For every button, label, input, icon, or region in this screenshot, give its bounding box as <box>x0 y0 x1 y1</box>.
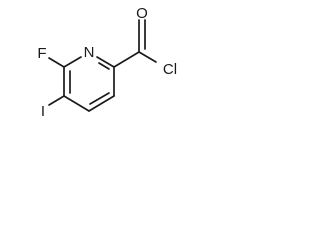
bond-c6-carbonyl <box>113 51 140 68</box>
atom-label-nitrogen: N <box>84 44 95 61</box>
bond-n1-c6 <box>96 56 115 68</box>
bond-n1-c6-inner <box>98 62 110 70</box>
atom-label-chlorine: Cl <box>163 61 177 78</box>
atom-labels: N F I O Cl <box>37 5 177 120</box>
substituent-bonds <box>48 19 157 106</box>
bond-c2-f <box>48 57 65 68</box>
atom-label-iodine: I <box>41 103 45 120</box>
atom-label-oxygen: O <box>136 5 148 22</box>
bond-c4-c5 <box>88 95 115 112</box>
bond-c4-c5-inner <box>89 92 110 105</box>
bond-carbonyl-cl <box>138 51 157 63</box>
chemical-structure: N F I O Cl <box>37 5 177 120</box>
bond-c3-c4 <box>63 95 90 112</box>
bond-c3-i <box>48 95 65 106</box>
atom-label-fluorine: F <box>37 45 46 62</box>
pyridine-ring <box>63 56 115 112</box>
bond-n1-c2 <box>63 56 82 68</box>
